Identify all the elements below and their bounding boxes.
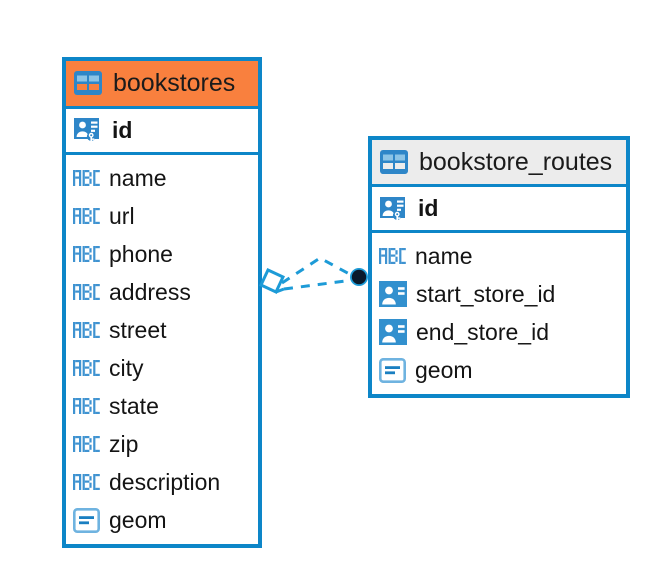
field-label: city [109,354,144,381]
abc-text-icon [73,245,100,263]
field-row-address[interactable]: address [66,273,258,311]
abc-text-icon [73,473,100,491]
relationship-line-lower [283,278,354,291]
table-icon [73,70,103,96]
entity-bookstores-title: bookstores [113,68,236,97]
foreign-key-icon [379,281,407,307]
field-label: start_store_id [416,280,556,307]
field-label-id: id [112,116,133,143]
field-label: phone [109,240,173,267]
field-row-end-store-id[interactable]: end_store_id [372,313,626,351]
entity-bookstore-routes[interactable]: bookstore_routes id [368,136,630,398]
entity-bookstores[interactable]: bookstores id [62,57,262,548]
field-row-zip[interactable]: zip [66,425,258,463]
field-row-url[interactable]: url [66,197,258,235]
abc-text-icon [73,397,100,415]
field-label: description [109,468,221,495]
abc-text-icon [73,283,100,301]
field-label: geom [109,506,167,533]
primary-key-icon [379,194,409,224]
field-row-primary-key[interactable]: id [372,187,626,233]
field-label: name [109,164,167,191]
diamond-endpoint[interactable] [259,268,285,294]
foreign-key-icon [379,319,407,345]
field-row-state[interactable]: state [66,387,258,425]
field-label: geom [415,356,473,383]
field-row-street[interactable]: street [66,311,258,349]
field-row-name[interactable]: name [66,159,258,197]
geometry-icon [378,357,406,383]
field-label: zip [109,430,139,457]
field-row-geom[interactable]: geom [66,501,258,539]
field-label: state [109,392,159,419]
field-row-phone[interactable]: phone [66,235,258,273]
relationship-line-upper [281,256,354,285]
abc-text-icon [379,247,406,265]
abc-text-icon [73,435,100,453]
field-label: street [109,316,167,343]
field-row-geom[interactable]: geom [372,351,626,389]
entity-bookstore-routes-field-list: name start_store_id [372,233,626,394]
entity-bookstore-routes-header[interactable]: bookstore_routes [372,140,626,188]
field-row-description[interactable]: description [66,463,258,501]
primary-key-icon [73,115,103,145]
field-row-name[interactable]: name [372,237,626,275]
field-row-primary-key[interactable]: id [66,108,258,155]
abc-text-icon [73,359,100,377]
abc-text-icon [73,169,100,187]
field-label-id: id [418,195,439,222]
geometry-icon [72,507,100,533]
field-row-city[interactable]: city [66,349,258,387]
field-label: address [109,278,191,305]
entity-bookstores-header[interactable]: bookstores [66,61,258,109]
field-label: name [415,242,473,269]
field-row-start-store-id[interactable]: start_store_id [372,275,626,313]
entity-bookstore-routes-title: bookstore_routes [419,147,613,176]
filled-circle-endpoint[interactable] [350,268,368,286]
field-label: end_store_id [416,318,549,345]
table-icon [379,149,409,175]
abc-text-icon [73,207,100,225]
entity-bookstores-field-list: name [66,155,258,544]
field-label: url [109,202,135,229]
abc-text-icon [73,321,100,339]
